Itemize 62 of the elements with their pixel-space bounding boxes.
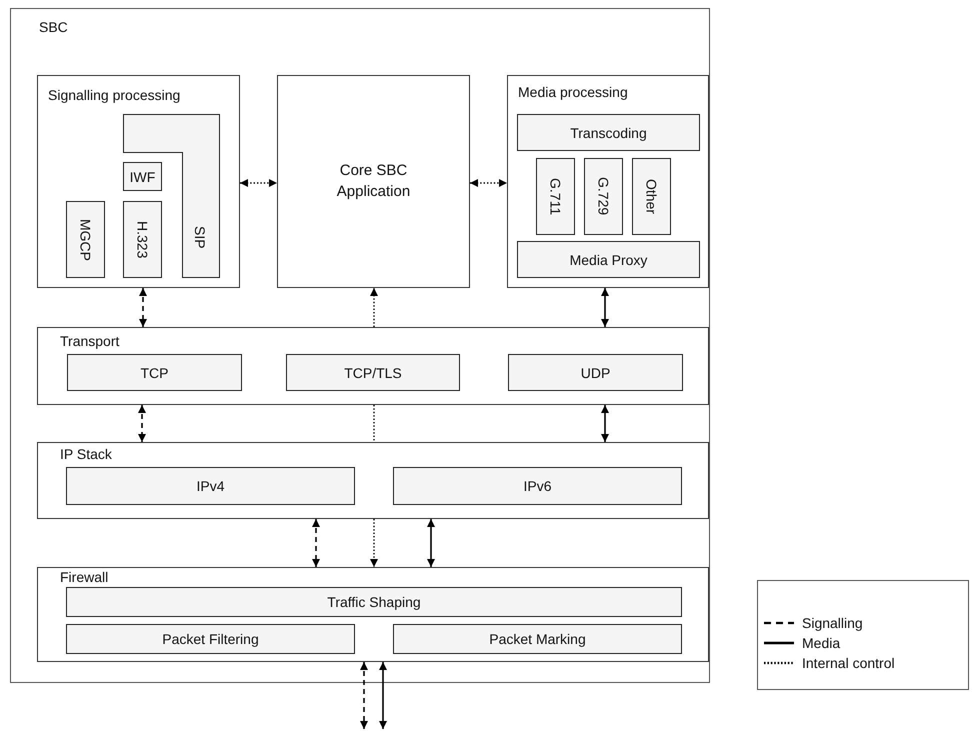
component-box xyxy=(517,241,700,278)
component-box xyxy=(632,158,671,235)
component-label: Packet Marking xyxy=(489,631,586,647)
component-label: G.729 xyxy=(596,177,610,216)
legend-label: Internal control xyxy=(802,655,895,671)
component-box xyxy=(123,162,162,191)
component-label: TCP/TLS xyxy=(344,364,402,380)
panel-title: Firewall xyxy=(60,569,108,585)
module-panel xyxy=(37,327,709,405)
module-panel xyxy=(277,75,470,288)
connector-arrow xyxy=(379,662,387,729)
panel-title: Media processing xyxy=(518,84,628,100)
component-label: Packet Filtering xyxy=(162,631,259,647)
component-label: UDP xyxy=(580,364,610,380)
component-label: Media Proxy xyxy=(570,252,648,268)
connector-arrow xyxy=(601,405,609,442)
component-box xyxy=(66,624,355,654)
component-label: IPv4 xyxy=(196,478,224,494)
connector-arrow xyxy=(138,405,146,442)
component-label: IWF xyxy=(130,168,156,184)
panel-title: SBC xyxy=(39,19,68,35)
component-box xyxy=(536,158,575,235)
connector-arrow xyxy=(360,662,368,729)
legend-label: Media xyxy=(802,635,840,651)
panel-title: Core SBC Application xyxy=(336,161,412,202)
component-label: SIP xyxy=(193,226,207,249)
connector-arrow xyxy=(370,519,378,567)
connector-arrow xyxy=(240,179,277,187)
component-box xyxy=(67,354,242,391)
component-label: Transcoding xyxy=(570,124,647,140)
system-boundary xyxy=(10,8,710,683)
connector-arrow xyxy=(601,288,609,327)
panel-title: IP Stack xyxy=(60,446,112,462)
component-label: TCP xyxy=(140,364,168,380)
component-box xyxy=(393,467,682,505)
component-box xyxy=(66,467,355,505)
legend-label: Signalling xyxy=(802,615,863,631)
connector-arrow xyxy=(312,519,320,567)
connector-arrow xyxy=(470,179,507,187)
module-panel xyxy=(37,75,240,288)
component-box xyxy=(66,587,682,617)
module-panel xyxy=(507,75,709,288)
component-box xyxy=(584,158,623,235)
panel-title: Signalling processing xyxy=(48,87,180,103)
component-label: H.323 xyxy=(136,220,150,258)
component-label: Other xyxy=(644,178,658,214)
component-label: G.711 xyxy=(548,178,562,216)
connector-arrow xyxy=(139,288,147,327)
panel-title: Transport xyxy=(60,333,120,349)
module-panel xyxy=(37,567,709,662)
component-box xyxy=(123,201,162,278)
component-label: Traffic Shaping xyxy=(327,594,421,610)
component-label: IPv6 xyxy=(523,478,552,494)
component-box xyxy=(66,201,105,278)
connector-arrow xyxy=(370,288,378,327)
module-panel xyxy=(37,442,709,519)
component-label: MGCP xyxy=(78,218,92,260)
connector-arrow xyxy=(427,519,435,567)
component-box xyxy=(286,354,460,391)
component-box xyxy=(517,114,700,151)
component-box xyxy=(393,624,682,654)
component-box xyxy=(508,354,683,391)
